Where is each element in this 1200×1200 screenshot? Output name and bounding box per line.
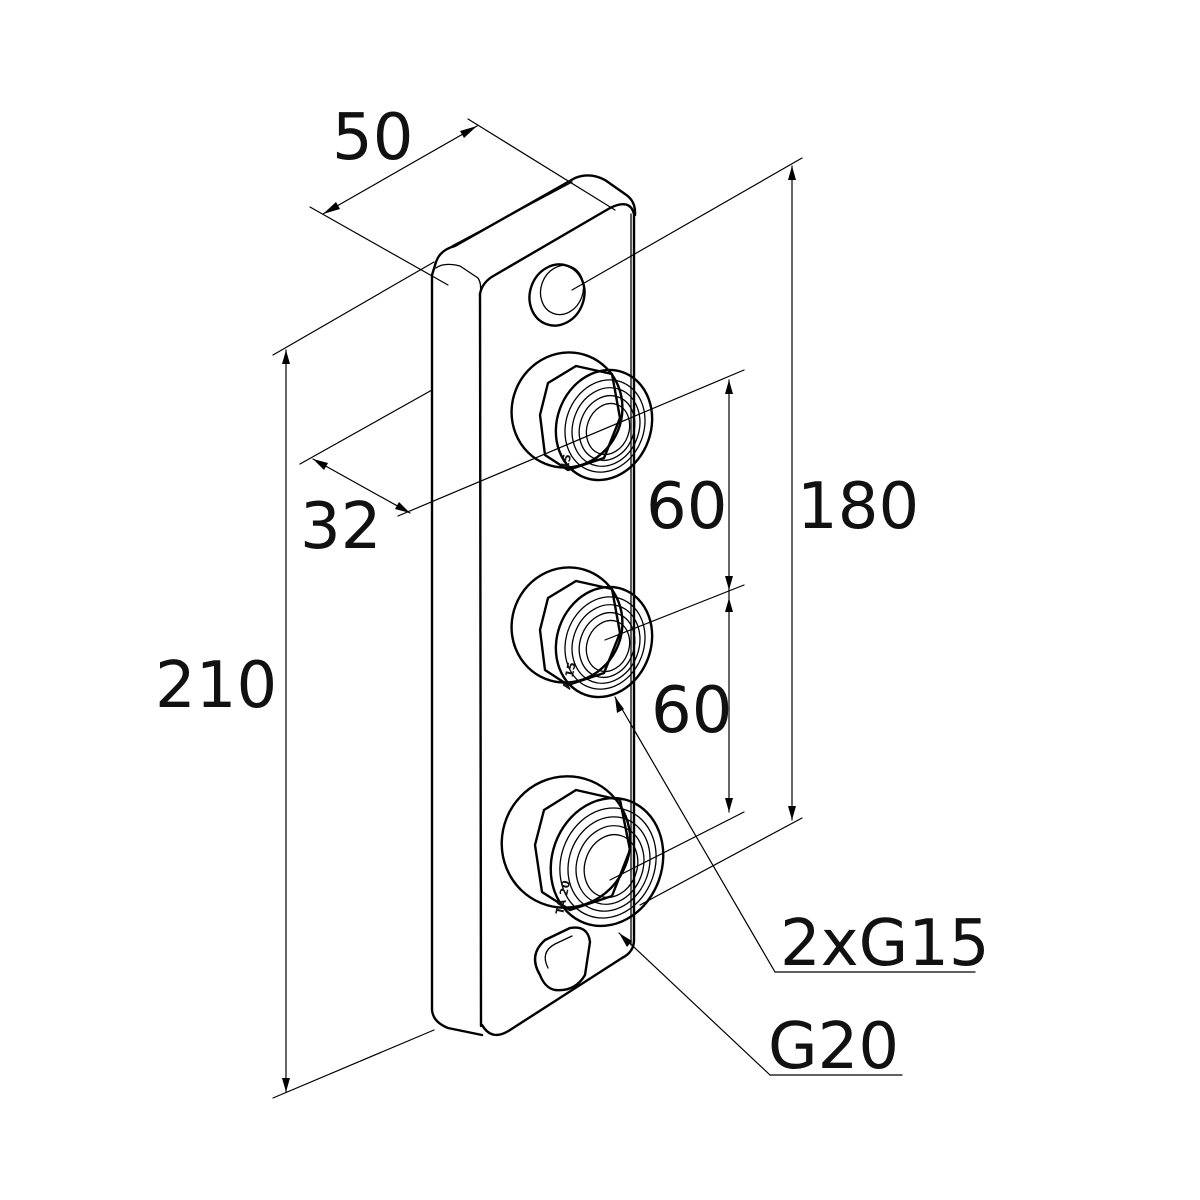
dimension-spacing: 60 60 [604,379,745,881]
dimension-hole-span: 180 [571,157,919,906]
middle-g15-port: A 15 [510,566,654,699]
callout-small-ports: 2xG15 [614,696,990,981]
dimension-total-height: 210 [155,261,435,1099]
mounting-plate [430,174,637,1037]
spacing-lower-value: 60 [651,674,732,748]
small-ports-label: 2xG15 [780,907,990,981]
spacing-upper-value: 60 [646,470,727,544]
upper-port-stamp: 15 [558,453,574,471]
depth-value: 50 [332,101,413,175]
offset-value: 32 [300,490,381,564]
dimension-depth: 50 [309,101,616,286]
total-height-value: 210 [155,649,277,723]
lower-g20-port: TA 20 [500,775,665,928]
upper-g15-port: 15 [510,351,654,482]
bottom-slot-hole [533,926,592,992]
top-mounting-hole [528,263,586,327]
callout-large-port: G20 [618,932,903,1084]
dimension-offset: 32 [299,369,745,564]
large-port-label: G20 [768,1010,899,1084]
middle-port-stamp: A 15 [560,661,578,691]
hole-span-value: 180 [797,470,919,544]
